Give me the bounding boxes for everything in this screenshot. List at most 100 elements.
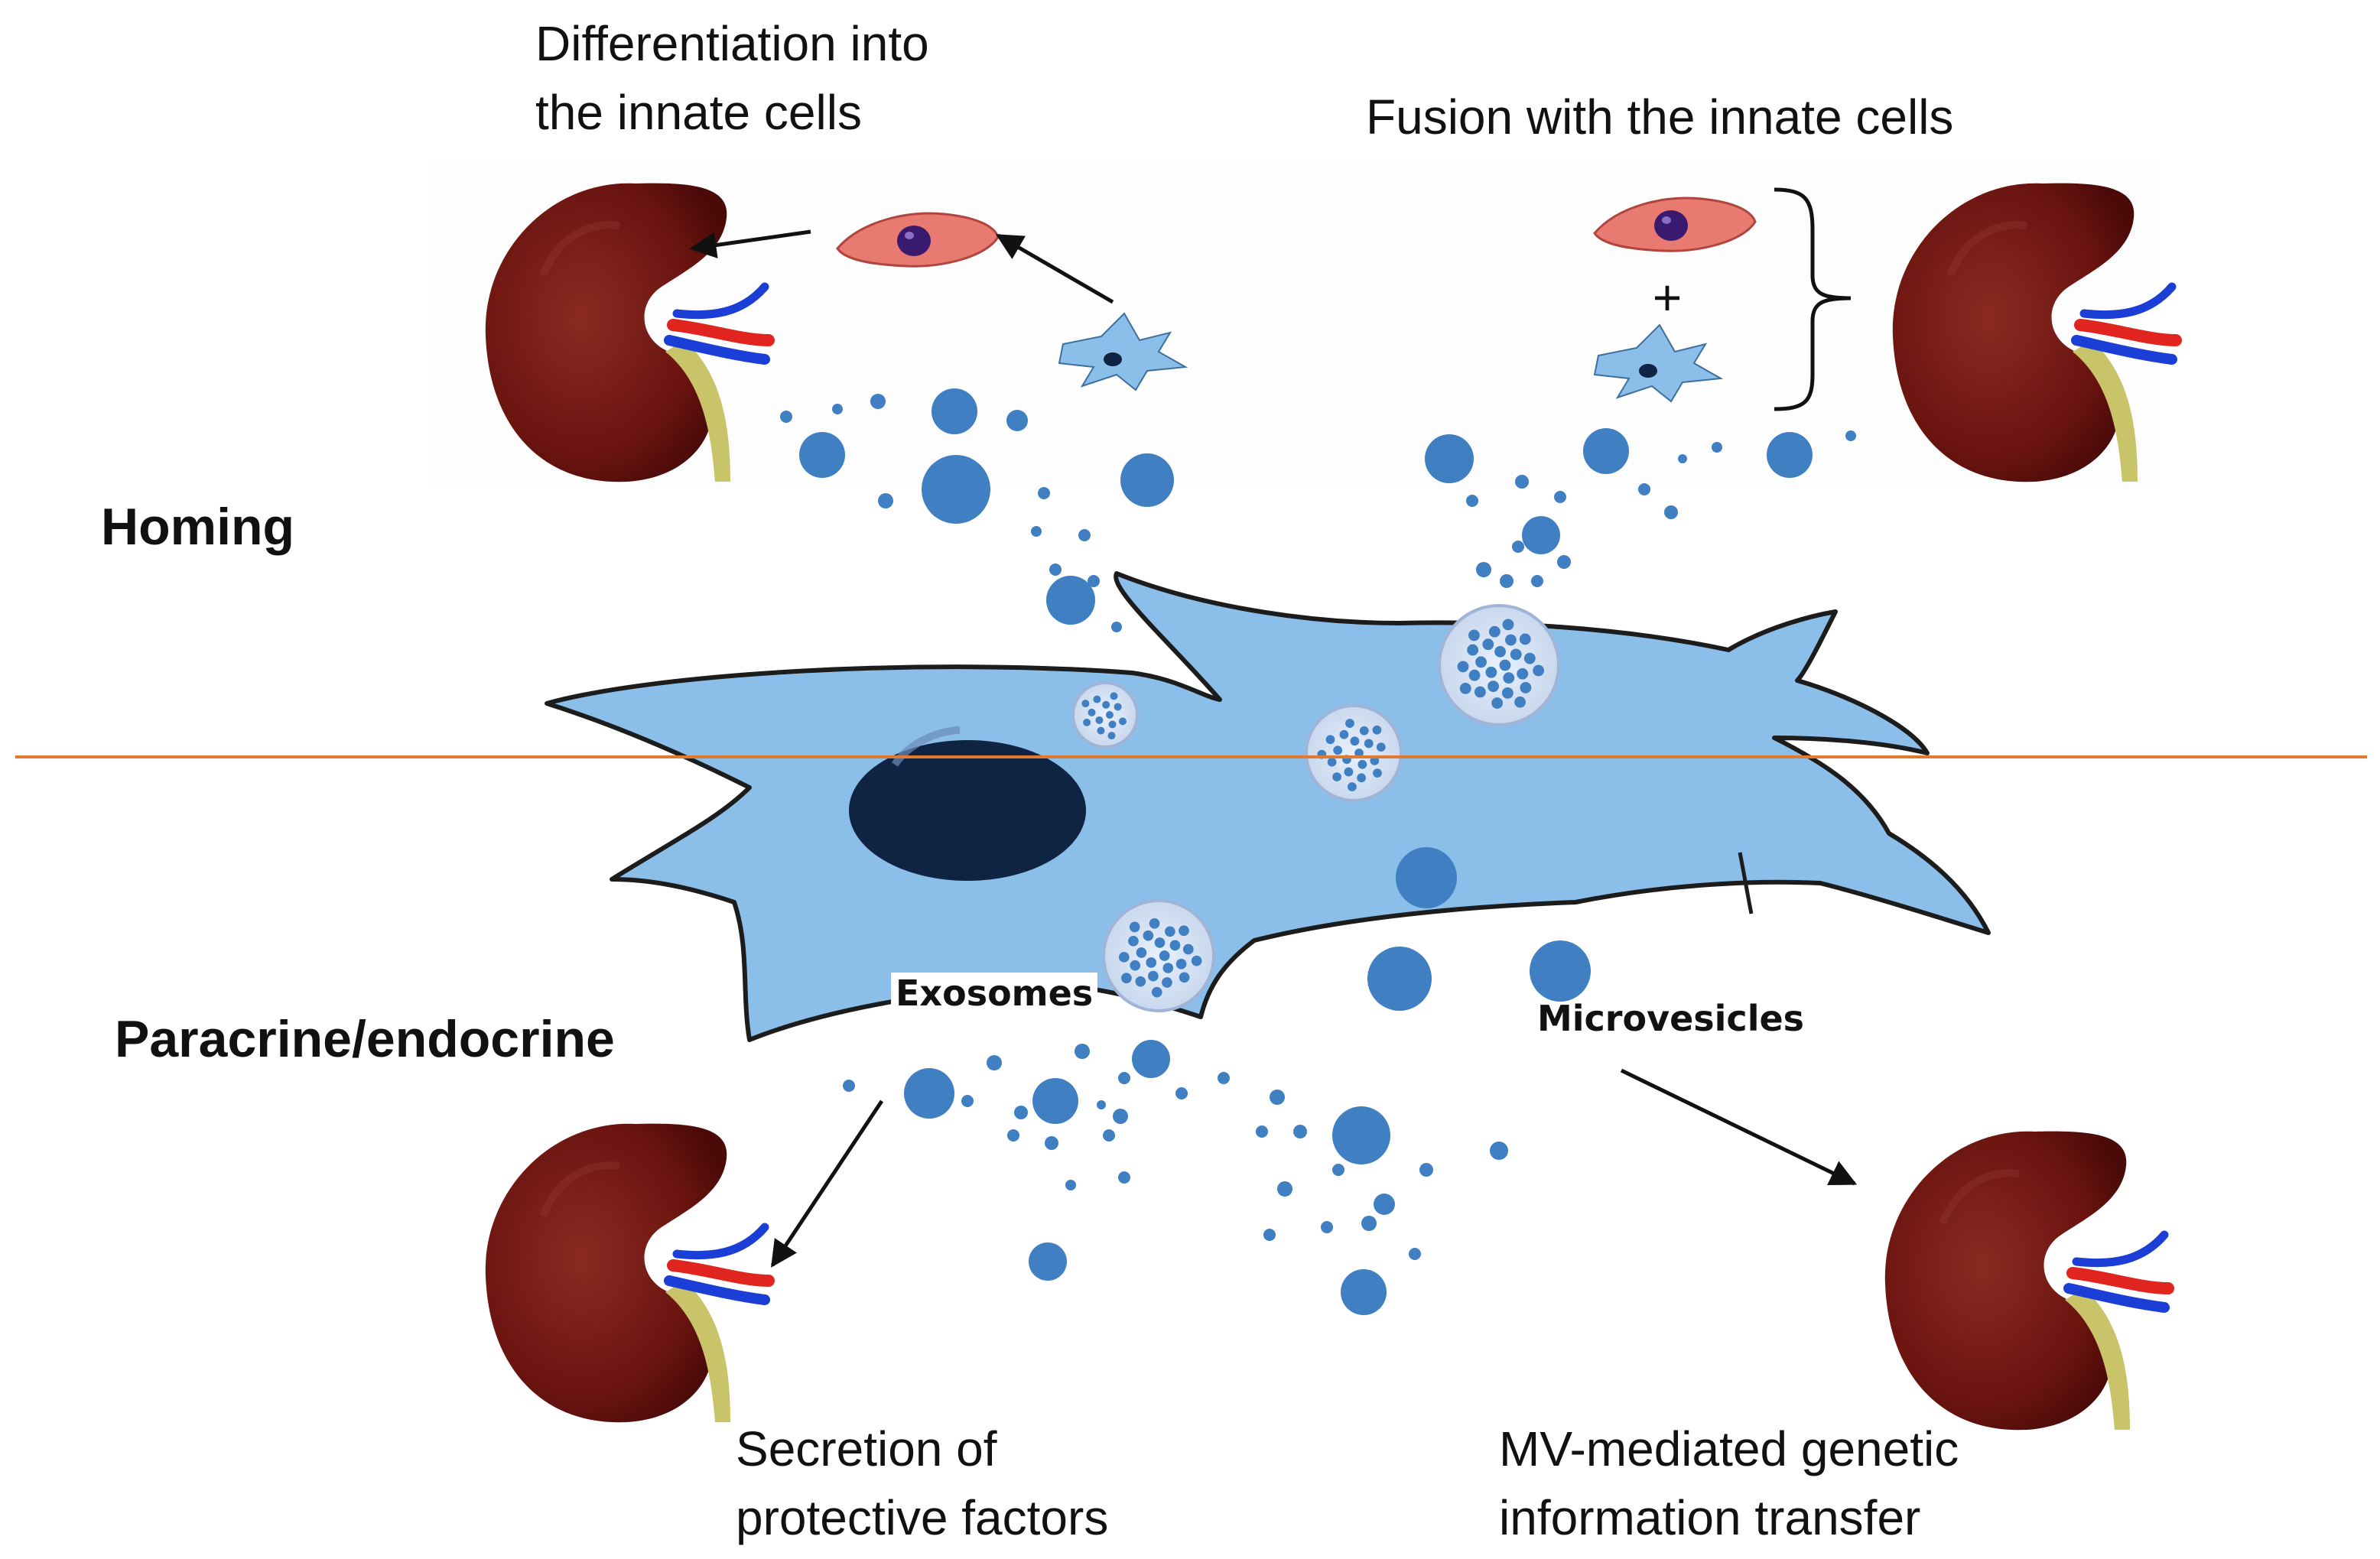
vesicle bbox=[1678, 454, 1687, 463]
vesicle bbox=[1332, 1106, 1390, 1164]
caption-differentiation: Differentiation into the innate cells bbox=[535, 9, 929, 147]
vesicle bbox=[1293, 1125, 1307, 1138]
vesicle bbox=[1006, 410, 1028, 431]
caption-secretion: Secretion of protective factors bbox=[736, 1414, 1108, 1552]
vesicle bbox=[870, 394, 886, 409]
vesicle bbox=[1500, 574, 1514, 588]
plus-sign: + bbox=[1653, 269, 1683, 326]
kidney-icon-bottom-left bbox=[486, 1124, 769, 1423]
vesicle bbox=[1088, 575, 1100, 587]
caption-line: Differentiation into bbox=[535, 16, 929, 71]
vesicle bbox=[1263, 1229, 1276, 1241]
vesicle bbox=[832, 404, 843, 414]
extracellular-vesicles bbox=[780, 388, 1856, 1315]
vesicle bbox=[1767, 432, 1813, 478]
label-exosomes: Exosomes bbox=[891, 973, 1098, 1014]
arrow-to-kidney-bottom-right bbox=[1620, 1068, 1858, 1186]
vesicle bbox=[987, 1055, 1002, 1070]
stem-cell-body bbox=[545, 571, 1991, 1042]
vesicle bbox=[1111, 622, 1122, 632]
vesicle bbox=[1118, 1171, 1130, 1184]
vesicle bbox=[1476, 562, 1491, 577]
cell-nucleus bbox=[849, 740, 1086, 881]
vesicle bbox=[922, 455, 990, 524]
kidney-icon-bottom-right bbox=[1885, 1132, 2168, 1431]
caption-line: MV-mediated genetic bbox=[1499, 1421, 1959, 1476]
vesicle bbox=[1065, 1180, 1076, 1190]
multivesicular-body bbox=[1305, 704, 1403, 802]
arrow-to-innate-cell bbox=[995, 233, 1114, 304]
caption-fusion: Fusion with the innate cells bbox=[1366, 89, 1954, 145]
grouping-brace bbox=[1774, 187, 1852, 411]
caption-line: the innate cells bbox=[535, 85, 862, 140]
vesicle bbox=[1512, 541, 1524, 553]
vesicle bbox=[1029, 1242, 1067, 1281]
vesicle bbox=[1031, 526, 1042, 537]
vesicle bbox=[1419, 1163, 1433, 1177]
vesicle bbox=[1097, 1100, 1106, 1109]
vesicle bbox=[1712, 442, 1722, 453]
microvesicle bbox=[1530, 940, 1591, 1002]
vesicle bbox=[1046, 576, 1095, 625]
vesicle bbox=[1490, 1142, 1508, 1160]
vesicle bbox=[1113, 1109, 1128, 1124]
vesicle bbox=[1531, 575, 1543, 587]
vesicle bbox=[1515, 475, 1529, 489]
vesicle bbox=[1583, 428, 1629, 474]
vesicle bbox=[843, 1080, 855, 1092]
caption-mv-transfer: MV-mediated genetic information transfer bbox=[1499, 1414, 1959, 1552]
vesicle bbox=[904, 1068, 954, 1119]
vesicle bbox=[1007, 1129, 1019, 1142]
vesicle bbox=[1049, 564, 1062, 576]
vesicle bbox=[1277, 1181, 1292, 1197]
vesicle bbox=[1270, 1090, 1285, 1105]
section-label-paracrine: Paracrine/endocrine bbox=[115, 1010, 615, 1068]
arrow-to-kidney-bottom-left bbox=[770, 1099, 884, 1268]
caption-line: protective factors bbox=[736, 1490, 1109, 1545]
vesicle bbox=[1845, 430, 1856, 441]
vesicle bbox=[1522, 516, 1560, 554]
microvesicle bbox=[1396, 847, 1457, 908]
vesicle bbox=[1361, 1216, 1377, 1231]
vesicle bbox=[1664, 505, 1678, 519]
vesicle bbox=[1075, 1044, 1090, 1059]
multivesicular-body bbox=[1071, 681, 1139, 749]
vesicle bbox=[799, 432, 845, 478]
vesicle bbox=[1045, 1136, 1058, 1150]
vesicle bbox=[780, 411, 792, 423]
vesicle bbox=[1103, 1129, 1115, 1142]
vesicle bbox=[1554, 491, 1566, 503]
vesicle bbox=[1425, 434, 1474, 483]
vesicle bbox=[1014, 1106, 1028, 1119]
vesicle bbox=[1118, 1072, 1130, 1084]
multivesicular-bodies bbox=[1071, 604, 1560, 1012]
vesicle bbox=[932, 388, 977, 434]
vesicle bbox=[1466, 495, 1478, 507]
vesicle bbox=[1218, 1072, 1230, 1084]
vesicle bbox=[1638, 483, 1650, 495]
vesicle bbox=[1321, 1221, 1333, 1233]
vesicle bbox=[1032, 1078, 1078, 1124]
vesicle bbox=[878, 493, 893, 508]
arrow-to-kidney-top-left bbox=[689, 229, 811, 258]
multivesicular-body bbox=[1438, 604, 1560, 726]
section-label-homing: Homing bbox=[101, 498, 295, 556]
multivesicular-body bbox=[1102, 899, 1215, 1012]
vesicle bbox=[1175, 1087, 1188, 1099]
label-microvesicles: Microvesicles bbox=[1537, 998, 1805, 1039]
vesicle bbox=[1256, 1125, 1268, 1138]
vesicle bbox=[1132, 1040, 1170, 1078]
vesicle bbox=[1332, 1164, 1344, 1176]
vesicle bbox=[1078, 529, 1091, 541]
vesicle bbox=[1557, 555, 1571, 569]
vesicle bbox=[961, 1095, 974, 1107]
microvesicle bbox=[1367, 947, 1432, 1011]
vesicle bbox=[1341, 1269, 1387, 1315]
vesicle bbox=[1409, 1248, 1421, 1260]
vesicle bbox=[1120, 453, 1174, 507]
vesicle bbox=[1374, 1194, 1395, 1215]
caption-line: information transfer bbox=[1499, 1490, 1921, 1545]
vesicle bbox=[1038, 487, 1050, 499]
